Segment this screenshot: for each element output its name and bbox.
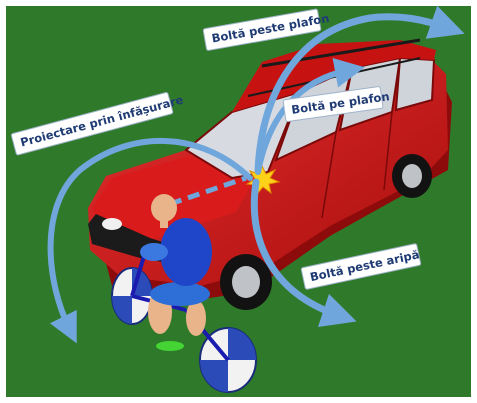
scene-diagram: Boltă peste plafon Boltă pe plafon Proie…: [0, 0, 477, 403]
